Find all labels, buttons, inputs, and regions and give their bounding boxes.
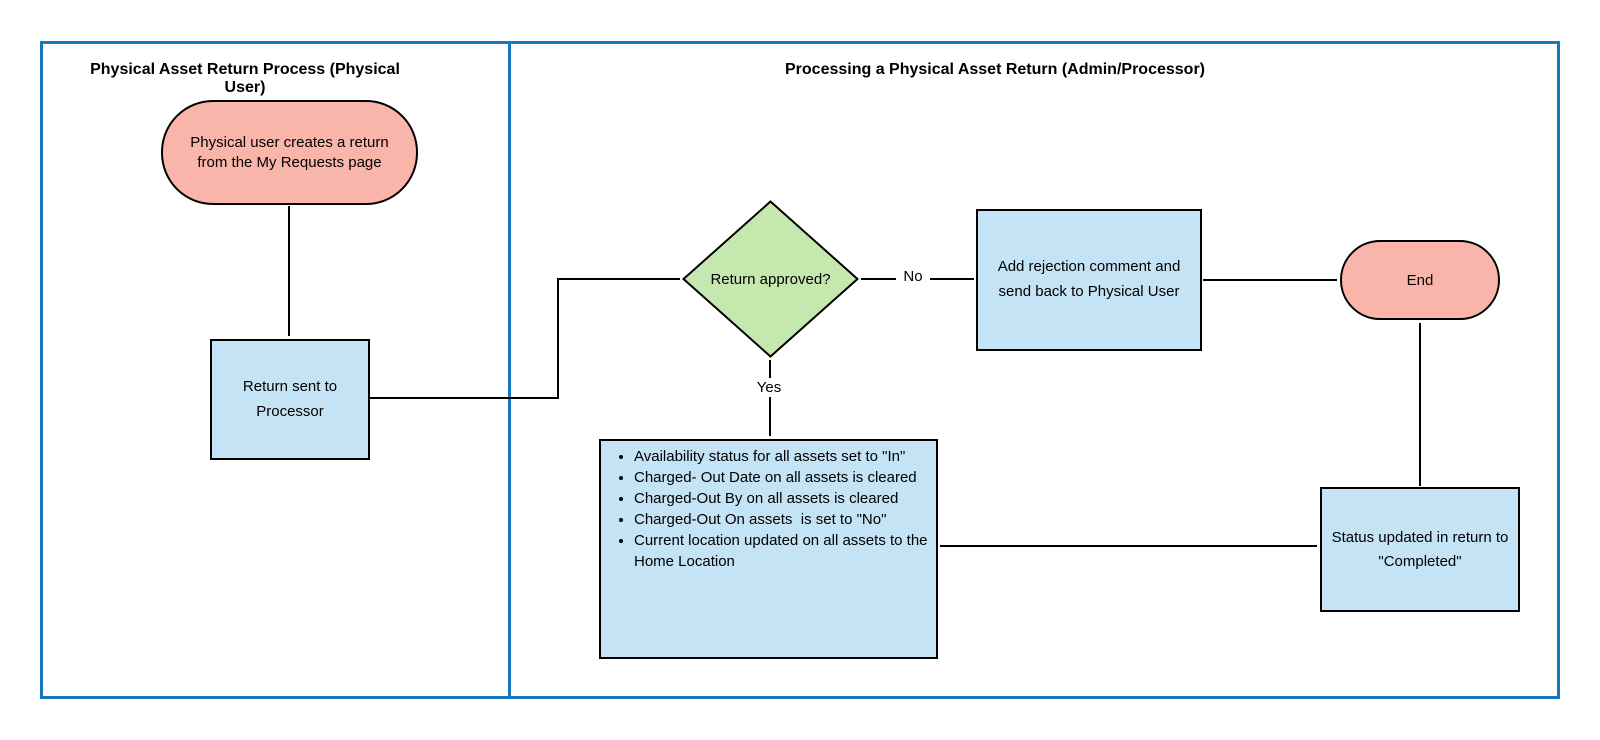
process-return-sent-label: Return sent to Processor xyxy=(242,377,338,420)
edge-label-yes: Yes xyxy=(748,378,790,397)
terminator-end-label: End xyxy=(1406,271,1434,289)
bullet-item: Availability status for all assets set t… xyxy=(634,446,932,467)
terminator-start-label: Physical user creates a return from the … xyxy=(190,134,389,171)
decision-return-approved: Return approved? xyxy=(682,200,859,358)
terminator-end: End xyxy=(1340,240,1500,320)
asset-updates-bullet-list: Availability status for all assets set t… xyxy=(601,446,932,572)
bullet-item: Current location updated on all assets t… xyxy=(634,530,932,572)
process-add-rejection-label: Add rejection comment and send back to P… xyxy=(997,258,1181,300)
lane-title-admin-processor: Processing a Physical Asset Return (Admi… xyxy=(785,61,1205,78)
lane-title-physical-user: Physical Asset Return Process (Physical … xyxy=(90,61,400,96)
decision-return-approved-label: Return approved? xyxy=(710,270,831,288)
bullet-item: Charged-Out On assets is set to "No" xyxy=(634,509,932,530)
process-asset-updates: Availability status for all assets set t… xyxy=(599,439,938,659)
terminator-start: Physical user creates a return from the … xyxy=(161,100,418,205)
process-status-updated: Status updated in return to "Completed" xyxy=(1320,487,1520,612)
bullet-item: Charged- Out Date on all assets is clear… xyxy=(634,467,932,488)
edge-label-no: No xyxy=(896,267,930,286)
decision-diamond-shape xyxy=(682,200,859,358)
process-return-sent: Return sent to Processor xyxy=(210,339,370,460)
process-add-rejection: Add rejection comment and send back to P… xyxy=(976,209,1202,351)
bullet-item: Charged-Out By on all assets is cleared xyxy=(634,488,932,509)
process-status-updated-label: Status updated in return to "Completed" xyxy=(1331,529,1509,570)
